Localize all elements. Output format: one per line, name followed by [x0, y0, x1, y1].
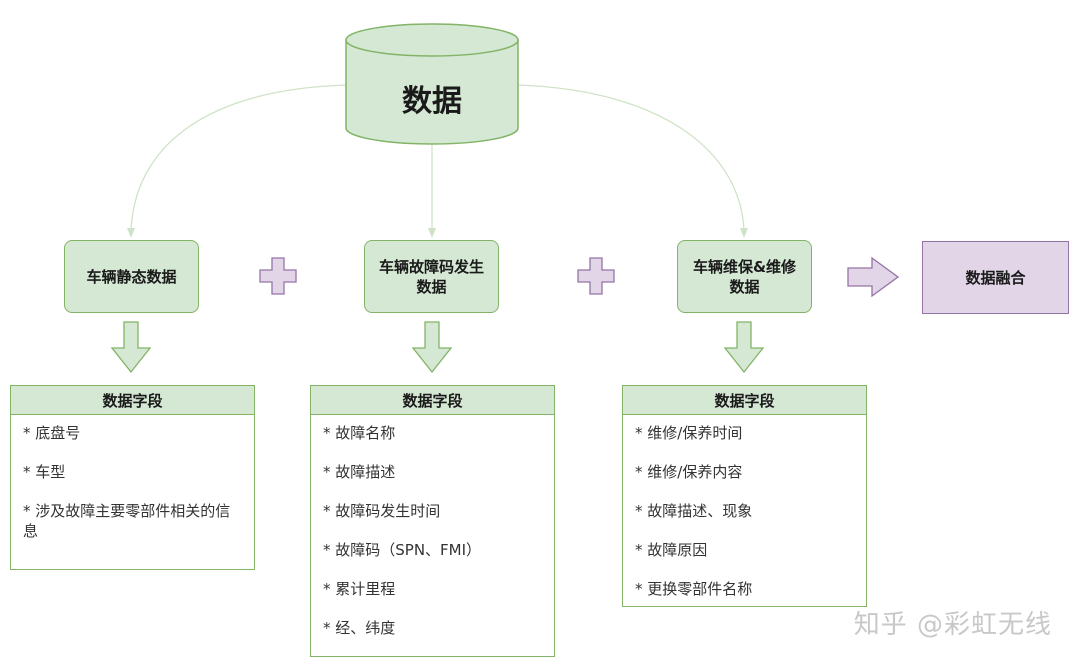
field-list: * 故障名称 * 故障描述 * 故障码发生时间 * 故障码（SPN、FMI） *…	[311, 415, 554, 638]
connector-db-to-maintenance	[517, 84, 745, 231]
node-label: 车辆维保&维修 数据	[692, 257, 797, 296]
plus-icon	[577, 257, 615, 295]
node-label: 数据融合	[965, 268, 1026, 287]
node-vehicle-static-data: 车辆静态数据	[64, 240, 199, 313]
database-cylinder	[345, 23, 519, 145]
node-vehicle-fault-code-data: 车辆故障码发生 数据	[364, 240, 499, 313]
connector-db-to-static	[130, 84, 347, 231]
field-list: * 维修/保养时间 * 维修/保养内容 * 故障描述、现象 * 故障原因 * 更…	[623, 415, 866, 599]
field-list: * 底盘号 * 车型 * 涉及故障主要零部件相关的信息	[11, 415, 254, 541]
field-item: * 车型	[23, 463, 66, 481]
node-label: 车辆静态数据	[86, 267, 177, 286]
arrow-down-icon	[411, 321, 453, 374]
field-table-static: 数据字段 * 底盘号 * 车型 * 涉及故障主要零部件相关的信息	[10, 385, 255, 570]
field-item: * 故障描述	[323, 463, 396, 481]
arrow-down-icon	[723, 321, 765, 374]
plus-icon	[259, 257, 297, 295]
field-table-maintenance: 数据字段 * 维修/保养时间 * 维修/保养内容 * 故障描述、现象 * 故障原…	[622, 385, 867, 607]
field-item: * 维修/保养时间	[635, 424, 743, 442]
arrow-right-icon	[847, 256, 900, 298]
connector-arrowhead	[428, 228, 436, 238]
arrow-down-icon	[110, 321, 152, 374]
node-data-fusion: 数据融合	[922, 241, 1069, 314]
field-item: * 底盘号	[23, 424, 81, 442]
field-item: * 维修/保养内容	[635, 463, 743, 481]
watermark: 知乎 @彩虹无线	[853, 610, 1052, 640]
field-item: * 故障码（SPN、FMI）	[323, 541, 482, 559]
connector-arrowhead	[127, 228, 135, 238]
field-table-header: 数据字段	[311, 386, 554, 415]
field-table-header: 数据字段	[623, 386, 866, 415]
connector-arrowhead	[740, 228, 748, 238]
field-item: * 经、纬度	[323, 619, 396, 637]
field-item: * 故障原因	[635, 541, 708, 559]
field-item: * 故障描述、现象	[635, 502, 753, 520]
field-table-fault-code: 数据字段 * 故障名称 * 故障描述 * 故障码发生时间 * 故障码（SPN、F…	[310, 385, 555, 657]
field-item: * 累计里程	[323, 580, 396, 598]
database-label: 数据	[402, 84, 462, 119]
field-item: * 更换零部件名称	[635, 580, 753, 598]
node-label: 车辆故障码发生 数据	[378, 257, 484, 296]
field-item: * 涉及故障主要零部件相关的信息	[23, 502, 231, 540]
field-item: * 故障名称	[323, 424, 396, 442]
field-item: * 故障码发生时间	[323, 502, 441, 520]
node-vehicle-maintenance-data: 车辆维保&维修 数据	[677, 240, 812, 313]
field-table-header: 数据字段	[11, 386, 254, 415]
